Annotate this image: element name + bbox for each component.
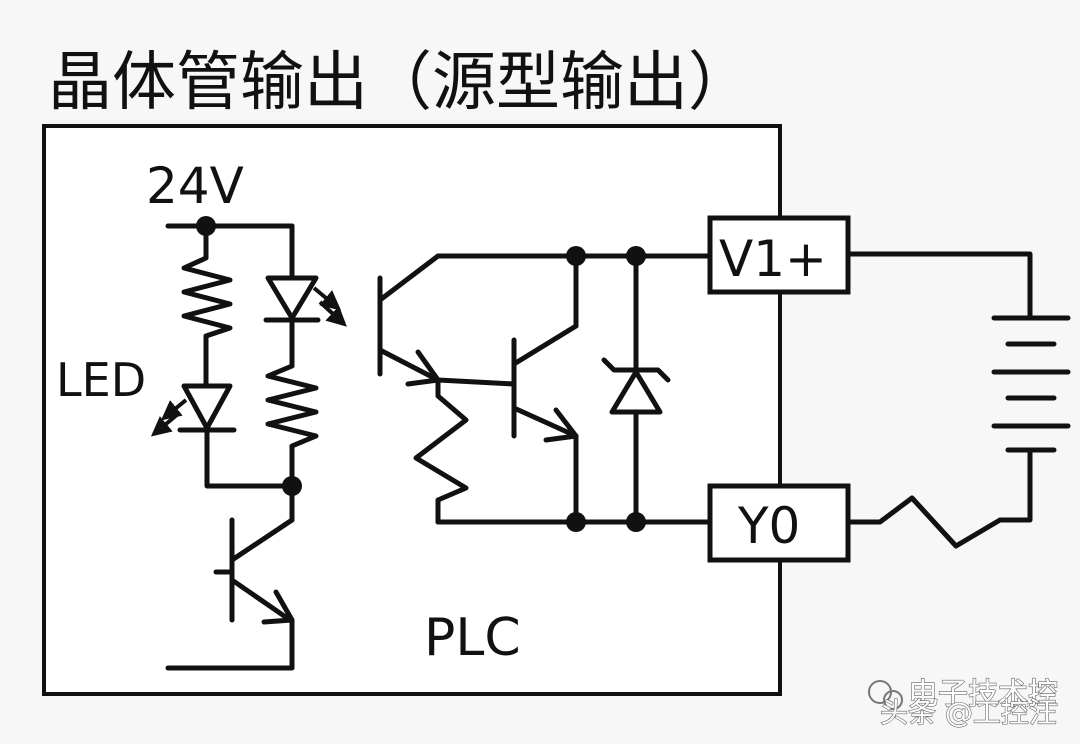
- terminal-y0: Y0: [707, 483, 851, 563]
- watermark-line1: 电子技术控: [908, 677, 1058, 712]
- battery-icon: [991, 315, 1071, 453]
- darlington-transistor: [435, 253, 579, 525]
- junction-dot: [626, 512, 646, 532]
- diagram-title: 晶体管输出（源型输出）: [48, 46, 752, 120]
- npn-transistor-driver: [165, 483, 295, 671]
- plc-label: PLC: [424, 608, 521, 668]
- resistor-right: [265, 317, 319, 489]
- led-indicator-left: [150, 383, 295, 489]
- supply-voltage-label: 24V: [146, 157, 244, 215]
- terminal-v1-plus-label: V1+: [719, 230, 827, 288]
- wechat-icon: [883, 690, 903, 710]
- load-resistor: [845, 495, 1003, 549]
- external-wiring: [845, 251, 1033, 523]
- led-label: LED: [56, 353, 146, 407]
- terminal-y0-label: Y0: [737, 497, 800, 555]
- terminal-v1-plus: V1+: [707, 215, 851, 295]
- junction-dot: [566, 246, 586, 266]
- junction-dot: [626, 246, 646, 266]
- watermark: 电子技术控 头条 @工控汪: [868, 676, 1059, 730]
- junction-dot: [566, 512, 586, 532]
- zener-diode: [601, 253, 671, 525]
- resistor-left: [181, 223, 233, 387]
- watermark-line2: 头条 @工控汪: [880, 696, 1057, 729]
